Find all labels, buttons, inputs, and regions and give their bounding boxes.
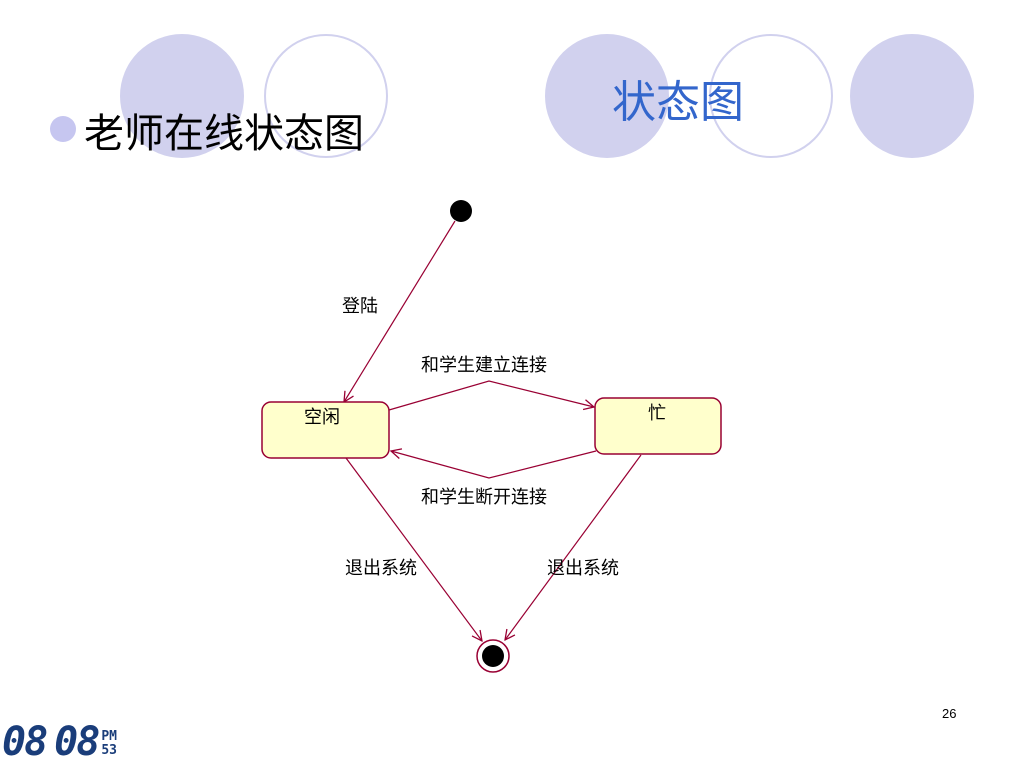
decorative-circle-filled [545,34,669,158]
clock-hours: 08 [2,719,48,765]
transition-disconnect-label: 和学生断开连接 [421,487,547,508]
transition-login-arrow [344,220,456,402]
decorative-circle-outline [709,34,833,158]
transition-idle-exit-label: 退出系统 [345,558,417,579]
transition-connect-arrow [388,380,594,411]
transition-idle-exit-arrow [345,457,482,641]
transition-disconnect-arrow [391,451,597,479]
slide-title: 状态图 [612,77,744,128]
clock-widget: 08 08 PM 53 [2,718,117,762]
bullet-text: 老师在线状态图 [84,111,364,157]
transition-login-label: 登陆 [342,296,378,317]
transition-busy-exit-arrow [505,454,642,640]
state-busy-label: 忙 [648,403,666,424]
state-idle-label: 空闲 [304,407,340,428]
clock-side: PM 53 [101,730,117,762]
final-state-node [476,639,510,673]
clock-ampm: PM [101,729,117,744]
clock-seconds: 53 [101,743,117,758]
bullet-icon [50,116,76,142]
state-busy: 忙 [594,397,722,455]
decorative-circle-filled [120,34,244,158]
decorative-circle-outline [264,34,388,158]
transition-connect-label: 和学生建立连接 [421,355,547,376]
state-idle: 空闲 [261,401,390,459]
decorative-circle-filled [850,34,974,158]
clock-minutes: 08 [54,719,100,765]
initial-state-node [450,200,472,222]
transition-busy-exit-label: 退出系统 [547,558,619,579]
page-number: 26 [942,706,957,721]
